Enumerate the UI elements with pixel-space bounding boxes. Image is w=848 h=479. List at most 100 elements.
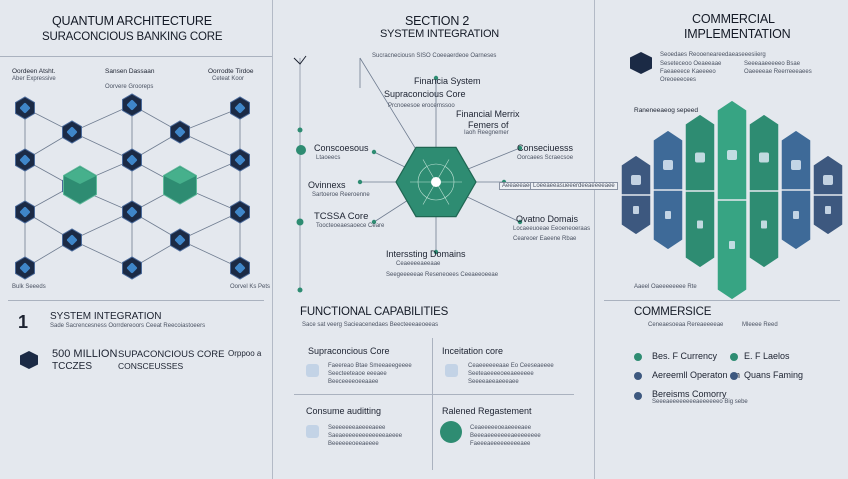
label-c: Oorrodte Tirdoe <box>208 68 254 75</box>
lbl-consc-left-sub: Ltaoeecs <box>316 155 341 161</box>
quantum-lattice-diagram <box>15 93 250 280</box>
item5-sub: Seeeaeeeeeeeeaeeeeeeo Big sebe <box>652 399 748 405</box>
lattice-node-gem <box>234 206 246 218</box>
cap3-text1: Seeeeeeeaeeeeaeee <box>328 425 386 431</box>
step-number: 1 <box>18 312 29 332</box>
panel1-title-line1: QUANTUM ARCHITECTURE <box>52 14 212 28</box>
timeline-dot <box>297 127 303 133</box>
lbl-ovinex-sub: Sartoeroe Reeroenne <box>312 192 370 198</box>
panel3-title-line1: COMMERCIAL <box>692 12 775 26</box>
hex-icon <box>663 160 673 170</box>
lattice-node-gem <box>234 102 246 114</box>
label-b: Sansen Dassaan <box>105 68 155 75</box>
timeline-dot <box>297 287 303 293</box>
item5: Bereisms Comorry <box>652 389 727 399</box>
stat-desc-line2: CONSCEUSSES <box>118 361 184 371</box>
panel-architecture: QUANTUM ARCHITECTURE SURACONCIOUS BANKIN… <box>0 0 272 479</box>
cap-grid-vline <box>432 338 433 470</box>
footer-right: Oorvel Ks Pets <box>230 284 271 290</box>
hex-icon <box>633 206 639 214</box>
integration-hub-diagram <box>293 55 523 293</box>
lbl-financial: Financia System <box>414 76 481 86</box>
stat-line2: TCCZES <box>52 361 92 372</box>
intro-4: Seeeaaeeeeeo Bsae <box>744 61 801 67</box>
lbl-matrix3: Iaoh Reegnemer <box>464 130 509 136</box>
lattice-node-gem <box>174 234 186 246</box>
lattice-node-gem <box>174 126 186 138</box>
cap3-text2: Saeaeeeeeeeeeeeeeaeeee <box>328 433 403 439</box>
timeline-dot <box>296 218 304 226</box>
lbl-consc-left: Conscoesous <box>314 143 369 153</box>
cap3-text3: Beeeeeeoeeaeeee <box>328 441 379 447</box>
panel1-top-rule <box>0 56 272 57</box>
cap4-icon <box>440 421 462 443</box>
intro-3: Faeaeeece Kaeeeeo <box>660 69 716 75</box>
cap2-icon <box>445 364 458 377</box>
item4-icon <box>730 372 738 380</box>
lbl-box2: Loeeaeeasueeerdeeaeeeeaee <box>530 182 618 190</box>
panel2-title-line1: SECTION 2 <box>405 14 470 28</box>
hub-endpoint <box>517 145 523 151</box>
cap-grid-hline <box>294 394 574 395</box>
hub-ring <box>417 163 455 201</box>
cap4-title: Ralened Regastement <box>442 406 532 416</box>
label-b-sub: Oorvere Grooreps <box>105 84 154 90</box>
hex-footer: Aaeel Oaeeeeeeee Rte <box>634 284 697 290</box>
commercial-hex-grid <box>620 99 844 300</box>
commerce-title: COMMERSICE <box>634 306 712 318</box>
hub-endpoint <box>371 219 377 225</box>
stat-right: Orppoo a <box>228 349 262 358</box>
panel1-hrule <box>8 300 264 301</box>
hex-icon <box>727 150 737 160</box>
lbl-consc-right: Conseciuesss <box>517 143 574 153</box>
cap4-text2: Beeeaeeeeeeeaeeeeeeee <box>470 433 541 439</box>
cap4-text1: Ceaeeeeeoeaeeeeaee <box>470 425 532 431</box>
lbl-supra: Supraconcious Core <box>384 89 466 99</box>
lbl-inter-sub: Ceaeeeeaeeaae <box>396 261 441 267</box>
lattice-node-gem <box>19 154 31 166</box>
lattice-node-gem <box>19 102 31 114</box>
lattice-node-gem <box>126 99 138 111</box>
divider-2 <box>594 0 595 479</box>
hex-icon <box>793 211 799 219</box>
item1-icon <box>634 353 642 361</box>
lattice-node-gem <box>234 262 246 274</box>
cap1-title: Supraconcious Core <box>308 346 390 356</box>
hub-core-dot <box>431 177 441 187</box>
cap2-title: Inceitation core <box>442 346 504 356</box>
cap4-text3: Faeeeaeeeeeeeeeaee <box>470 441 531 447</box>
hub-endpoint <box>517 219 523 225</box>
cap1-text3: Beeceeeeoeeaaee <box>328 379 379 385</box>
item3-icon <box>634 372 642 380</box>
panel2-subtitle: Sucracneciousn SISO Coeeaerdeoe Oarneses <box>372 53 497 59</box>
divider-1 <box>272 0 273 479</box>
network-icon <box>630 52 652 74</box>
commerce-sub-right: Mleeee Reed <box>742 322 778 328</box>
hub-endpoint <box>433 249 439 255</box>
hub-endpoint <box>357 179 363 185</box>
lbl-tcsa-sub: Toocteoeaesaoece Ceare <box>316 223 385 229</box>
hex-icon <box>695 152 705 163</box>
cap1-icon <box>306 364 319 377</box>
check-mark-icon <box>293 55 307 65</box>
cap2-text2: Seeteaeeeeoeeaeeeeee <box>468 371 534 377</box>
lbl-tcsa: TCSSA Core <box>314 211 369 222</box>
panel2-title-line2: SYSTEM INTEGRATION <box>380 28 500 40</box>
hex-icon <box>791 160 801 170</box>
lbl-supra-sub: Prcnoeesoe erocernssoo <box>388 103 455 109</box>
lattice-node-gem <box>66 126 78 138</box>
hex-icon <box>729 241 735 249</box>
func-sub: Sace sat veerg Sacieacenedaes Beecteeeae… <box>302 322 439 328</box>
commerce-sub: Ceneaesoeaa Rereaeeeeae <box>648 322 724 328</box>
intro-5: Oaeeeeae Reerreeeaees <box>744 69 812 75</box>
item3: Aereemll Operaton on <box>652 370 741 380</box>
step-title: SYSTEM INTEGRATION <box>50 311 162 322</box>
intro-6: Oreoeeecees <box>660 77 697 83</box>
lattice-node-gem <box>234 154 246 166</box>
cap1-text2: Seecteeteaoe eeeaee <box>328 371 387 377</box>
lbl-ovatno-sub: Locaeeuoeae Eeoeneoeraas <box>513 226 591 232</box>
hex-label: Raneneeaeog sepeed <box>634 107 698 114</box>
cap1-text1: Faeereao Btae Smeeaeegeeee <box>328 363 412 369</box>
lattice-node-gem <box>19 206 31 218</box>
lattice-node-gem <box>126 206 138 218</box>
